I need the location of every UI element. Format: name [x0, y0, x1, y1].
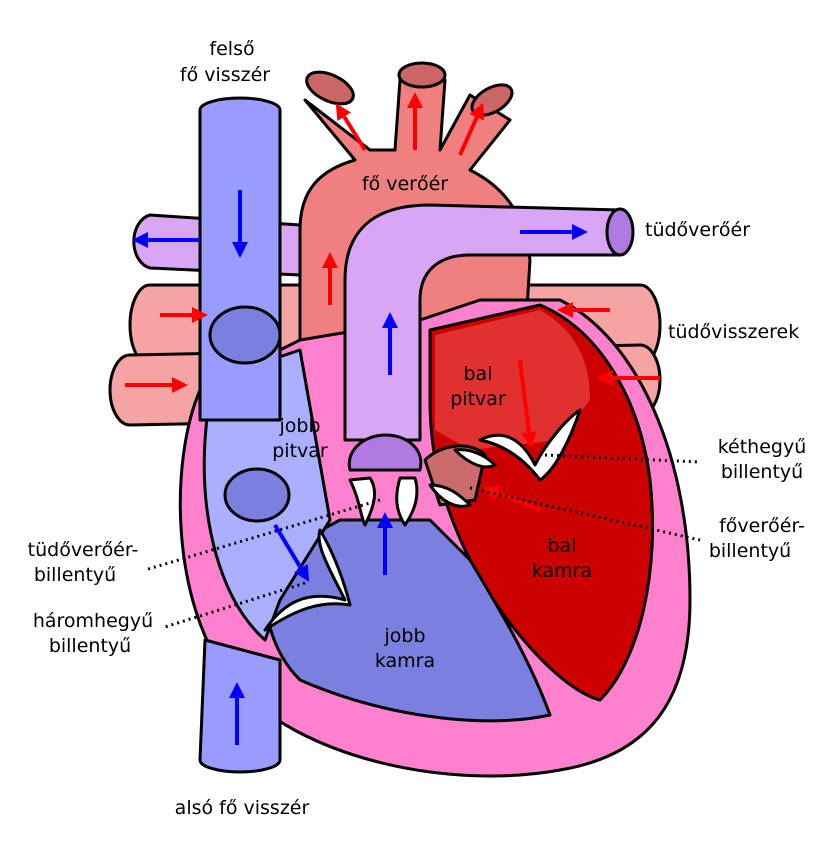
label-aortic-valve-2: billentyű	[709, 540, 791, 562]
label-superior-vena-cava-1: felső	[209, 38, 254, 60]
superior-vena-cava	[198, 96, 282, 422]
leader-lines	[144, 453, 701, 629]
label-pulmonary-valve-1: tüdőverőér-	[28, 539, 139, 561]
label-pulmonary-artery: tüdőverőér	[645, 219, 750, 241]
label-right-atrium-1: jobb	[278, 415, 320, 437]
label-right-ventricle-2: kamra	[375, 650, 435, 672]
label-left-atrium-1: bal	[464, 363, 493, 385]
label-superior-vena-cava-2: fő visszér	[180, 64, 270, 86]
label-mitral-valve-2: billentyű	[721, 461, 803, 483]
label-right-ventricle-1: jobb	[383, 625, 425, 647]
inferior-vena-cava	[198, 638, 282, 774]
label-pulmonary-valve-2: billentyű	[34, 564, 116, 586]
label-pulmonary-veins: tüdővisszerek	[668, 321, 799, 343]
label-left-ventricle-1: bal	[548, 535, 577, 557]
pulmonary-artery	[343, 203, 622, 442]
label-inferior-vena-cava: alsó fő visszér	[175, 797, 310, 819]
label-left-atrium-2: pitvar	[450, 388, 506, 410]
oxygenated-flow-arrows	[125, 92, 660, 512]
tricuspid-valve	[263, 528, 352, 632]
label-left-ventricle-2: kamra	[532, 560, 592, 582]
label-mitral-valve-1: kéthegyű	[718, 436, 807, 458]
deoxygenated-flow-arrows	[132, 190, 588, 745]
left-atrium	[435, 310, 590, 450]
pulmonary-valve	[347, 433, 423, 472]
label-aorta: fő verőér	[362, 173, 448, 195]
label-tricuspid-valve-2: billentyű	[49, 635, 131, 657]
label-aortic-valve-1: főverőér-	[719, 515, 805, 537]
label-right-atrium-2: pitvar	[272, 440, 328, 462]
label-tricuspid-valve-1: háromhegyű	[33, 610, 153, 632]
